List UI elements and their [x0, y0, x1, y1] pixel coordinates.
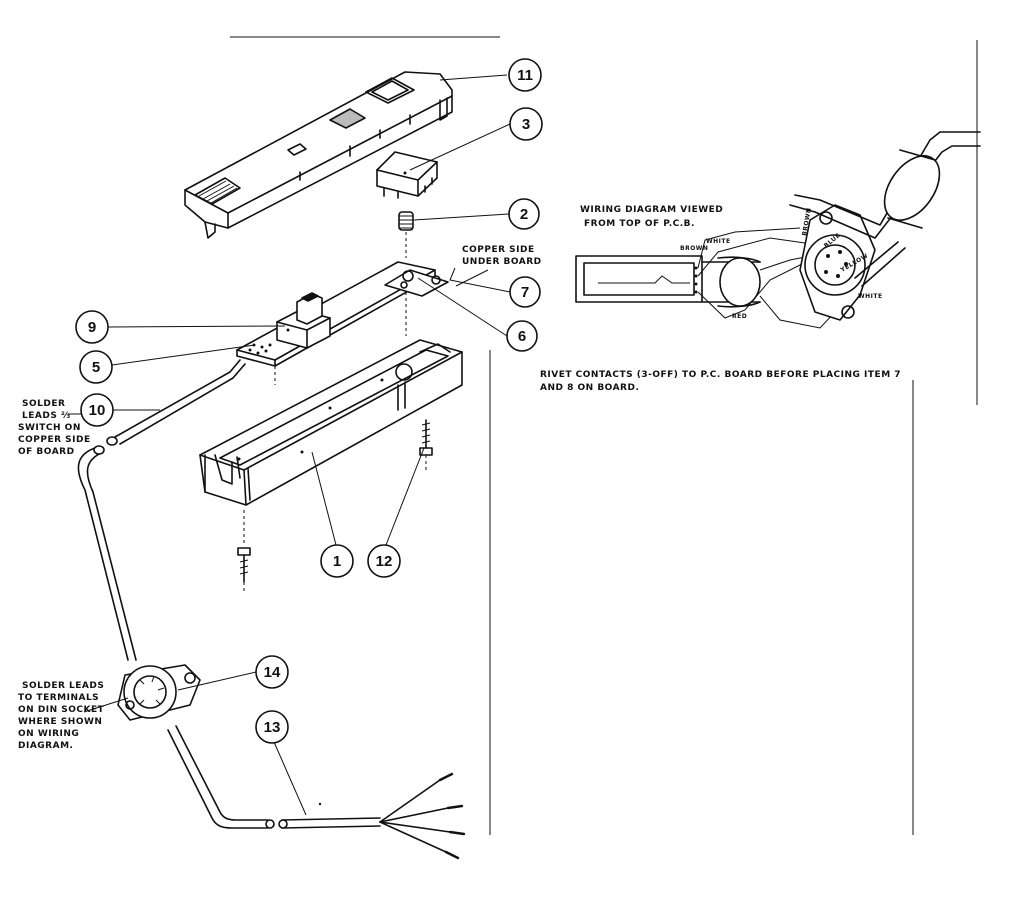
screw-left-part — [237, 510, 251, 592]
svg-text:LEADS ⅔: LEADS ⅔ — [22, 411, 71, 421]
svg-text:WIRING DIAGRAM VIEWED: WIRING DIAGRAM VIEWED — [580, 205, 723, 215]
svg-text:AND 8 ON BOARD.: AND 8 ON BOARD. — [540, 383, 639, 393]
pcb-board-part — [236, 261, 449, 385]
svg-text:COPPER SIDE: COPPER SIDE — [18, 435, 91, 445]
note-rivet-contacts: RIVET CONTACTS (3-OFF) TO P.C. BOARD BEF… — [540, 370, 901, 393]
callout-12: 12 — [367, 544, 401, 578]
cable-to-din — [77, 445, 137, 661]
top-cover-part — [184, 71, 453, 239]
wire-leads-part — [379, 772, 466, 860]
svg-text:7: 7 — [521, 284, 529, 301]
svg-text:SOLDER: SOLDER — [22, 399, 65, 409]
svg-text:RED: RED — [732, 313, 747, 320]
svg-text:11: 11 — [517, 67, 533, 84]
callout-9: 9 — [75, 310, 109, 344]
svg-text:3: 3 — [522, 116, 530, 133]
callout-1: 1 — [320, 544, 354, 578]
svg-text:1: 1 — [333, 553, 341, 570]
svg-text:12: 12 — [376, 553, 393, 570]
din-socket-part — [117, 664, 201, 721]
svg-text:UNDER BOARD: UNDER BOARD — [462, 257, 542, 267]
callout-13: 13 — [255, 710, 289, 744]
callout-5: 5 — [79, 350, 113, 384]
callout-11: 11 — [508, 58, 542, 92]
svg-text:RIVET CONTACTS (3-OFF) TO P.C.: RIVET CONTACTS (3-OFF) TO P.C. BOARD BEF… — [540, 370, 901, 380]
note-solder-switch: SOLDER LEADS ⅔ SWITCH ON COPPER SIDE OF … — [18, 399, 91, 457]
svg-text:10: 10 — [89, 402, 106, 419]
spring-part — [398, 211, 414, 258]
svg-text:WHITE: WHITE — [706, 238, 731, 245]
svg-text:ON WIRING: ON WIRING — [18, 729, 79, 739]
callout-7: 7 — [509, 276, 541, 308]
svg-text:6: 6 — [518, 328, 526, 345]
svg-text:ON DIN SOCKET: ON DIN SOCKET — [18, 705, 105, 715]
note-wiring-title: WIRING DIAGRAM VIEWED FROM TOP OF P.C.B. — [580, 205, 723, 229]
note-solder-din: SOLDER LEADS TO TERMINALS ON DIN SOCKET … — [18, 681, 105, 751]
svg-text:BROWN: BROWN — [680, 245, 708, 252]
switch-cap-part — [376, 151, 438, 199]
svg-text:FROM TOP OF P.C.B.: FROM TOP OF P.C.B. — [584, 219, 695, 229]
svg-text:9: 9 — [88, 319, 96, 336]
base-housing-part — [199, 339, 463, 506]
callout-6: 6 — [506, 320, 538, 352]
svg-text:WHITE: WHITE — [858, 293, 883, 300]
leader-lines — [68, 74, 511, 816]
svg-text:14: 14 — [264, 664, 281, 681]
svg-text:OF BOARD: OF BOARD — [18, 447, 75, 457]
callout-2: 2 — [508, 198, 540, 230]
svg-text:COPPER SIDE: COPPER SIDE — [462, 245, 535, 255]
svg-text:2: 2 — [520, 206, 528, 223]
svg-text:TO TERMINALS: TO TERMINALS — [18, 693, 99, 703]
callout-10: 10 — [80, 393, 114, 427]
callout-14: 14 — [255, 655, 289, 689]
svg-text:SWITCH ON: SWITCH ON — [18, 423, 81, 433]
svg-text:5: 5 — [92, 359, 100, 376]
svg-text:BROWN: BROWN — [801, 207, 813, 236]
callout-3: 3 — [509, 107, 543, 141]
cable-to-leads — [167, 725, 381, 829]
cable-sleeve-part — [106, 359, 246, 446]
screw-right-part — [419, 419, 433, 470]
svg-text:SOLDER LEADS: SOLDER LEADS — [22, 681, 104, 691]
wiring-diagram — [575, 131, 981, 329]
svg-text:13: 13 — [264, 719, 281, 736]
note-copper-side: COPPER SIDE UNDER BOARD — [462, 245, 542, 267]
svg-text:DIAGRAM.: DIAGRAM. — [18, 741, 73, 751]
svg-text:WHERE SHOWN: WHERE SHOWN — [18, 717, 102, 727]
